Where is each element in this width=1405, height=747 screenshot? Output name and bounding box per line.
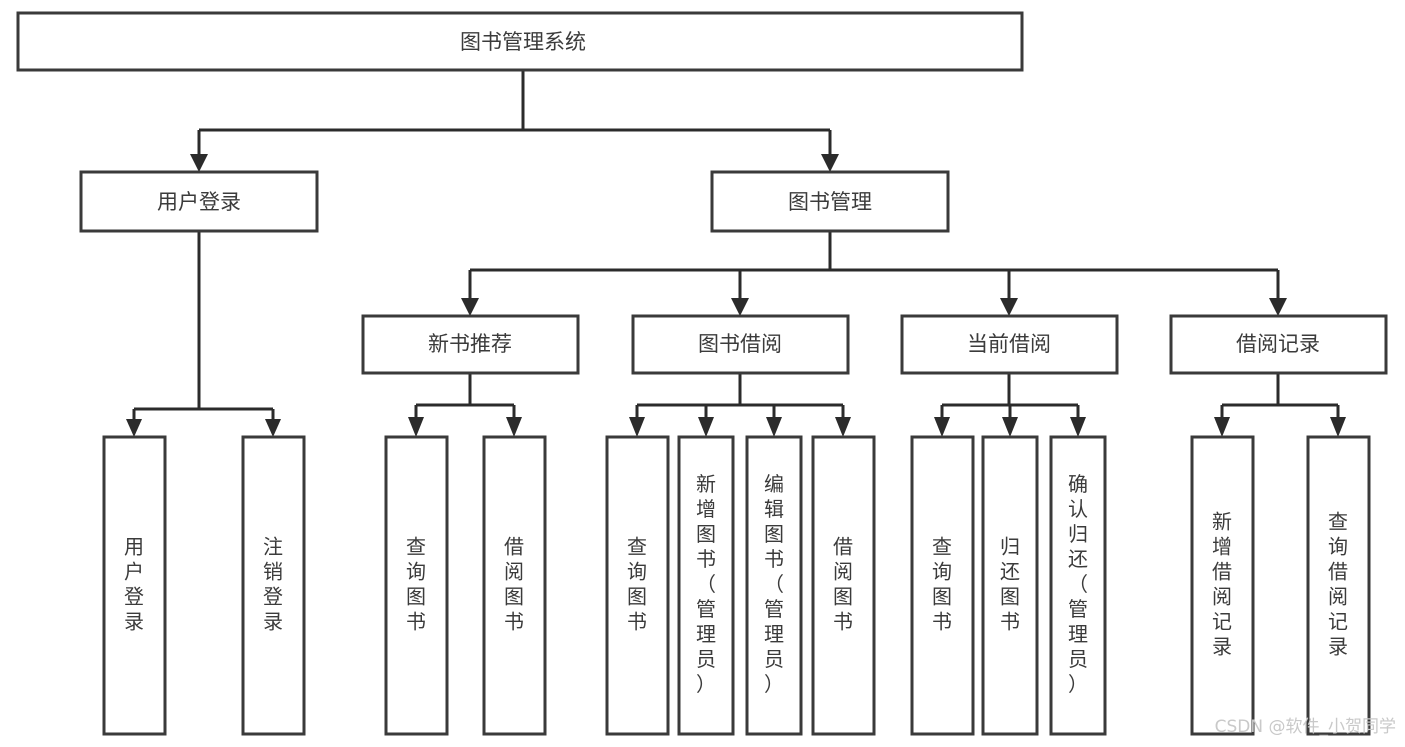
node-book-management[interactable]: 图书管理 — [710, 170, 950, 233]
arrow-leaf-query-book-2 — [629, 417, 645, 437]
leaf-add-book-box[interactable] — [677, 435, 735, 736]
leaf-edit-book-label: 编辑图书（管理员） — [764, 472, 784, 696]
node-user-login-label: 用户登录 — [157, 190, 241, 214]
leaf-query-record[interactable]: 查询借阅记录 — [1306, 435, 1371, 736]
arrow-to-user-login — [190, 154, 208, 172]
arrow-leaf-user-login — [126, 419, 142, 437]
leaf-query-book-3-label: 查询图书 — [932, 534, 952, 633]
arrow-leaf-borrow-book-1 — [506, 417, 522, 437]
arrow-to-current-borrow — [1000, 298, 1018, 316]
leaf-logout-login[interactable]: 注销登录 — [241, 435, 306, 736]
leaf-return-book[interactable]: 归还图书 — [981, 435, 1039, 736]
node-borrow-record-label: 借阅记录 — [1236, 332, 1320, 356]
node-root-box[interactable] — [16, 11, 1024, 72]
node-new-book-recommend-label: 新书推荐 — [428, 332, 512, 356]
node-new-book-recommend-box[interactable] — [361, 314, 580, 375]
leaf-add-record-label: 新增借阅记录 — [1212, 509, 1232, 658]
leaf-query-book-2-box[interactable] — [605, 435, 670, 736]
node-book-borrow-box[interactable] — [631, 314, 850, 375]
leaf-add-book[interactable]: 新增图书（管理员） — [677, 435, 735, 736]
node-current-borrow-label: 当前借阅 — [967, 332, 1051, 356]
arrow-leaf-query-record — [1330, 417, 1346, 437]
leaf-logout-login-label: 注销登录 — [263, 534, 283, 633]
arrow-leaf-add-book — [698, 417, 714, 437]
leaf-borrow-book-1[interactable]: 借阅图书 — [482, 435, 547, 736]
arrow-leaf-return-book — [1002, 417, 1018, 437]
node-current-borrow-box[interactable] — [900, 314, 1119, 375]
leaf-borrow-book-2[interactable]: 借阅图书 — [811, 435, 876, 736]
arrow-leaf-query-book-1 — [408, 417, 424, 437]
arrow-leaf-edit-book — [766, 417, 782, 437]
leaf-borrow-book-2-label: 借阅图书 — [833, 534, 853, 633]
arrow-leaf-query-book-3 — [934, 417, 950, 437]
leaf-query-record-box[interactable] — [1306, 435, 1371, 736]
leaf-add-book-label: 新增图书（管理员） — [696, 472, 716, 696]
leaf-borrow-book-1-box[interactable] — [482, 435, 547, 736]
node-root[interactable]: 图书管理系统 — [16, 11, 1024, 72]
leaf-borrow-book-2-box[interactable] — [811, 435, 876, 736]
leaf-return-book-box[interactable] — [981, 435, 1039, 736]
arrow-leaf-confirm-return — [1070, 417, 1086, 437]
arrow-leaf-add-record — [1214, 417, 1230, 437]
arrow-to-new-book-recommend — [461, 298, 479, 316]
leaf-add-record[interactable]: 新增借阅记录 — [1190, 435, 1255, 736]
leaf-query-book-1-label: 查询图书 — [406, 534, 426, 633]
node-new-book-recommend[interactable]: 新书推荐 — [361, 314, 580, 375]
leaf-confirm-return-box[interactable] — [1049, 435, 1107, 736]
node-book-borrow[interactable]: 图书借阅 — [631, 314, 850, 375]
node-user-login-box[interactable] — [79, 170, 319, 233]
leaf-borrow-book-1-label: 借阅图书 — [504, 534, 524, 633]
leaf-query-book-1[interactable]: 查询图书 — [384, 435, 449, 736]
node-book-management-box[interactable] — [710, 170, 950, 233]
leaf-user-login-box[interactable] — [102, 435, 167, 736]
arrow-to-book-management — [821, 154, 839, 172]
leaf-confirm-return-label: 确认归还（管理员） — [1068, 472, 1088, 696]
node-root-label: 图书管理系统 — [460, 30, 586, 54]
connector-layer — [126, 70, 1346, 437]
arrow-to-book-borrow — [731, 298, 749, 316]
arrow-to-borrow-record — [1269, 298, 1287, 316]
leaf-user-login-label: 用户登录 — [124, 534, 144, 633]
leaf-add-record-box[interactable] — [1190, 435, 1255, 736]
leaf-query-book-3[interactable]: 查询图书 — [910, 435, 975, 736]
leaf-query-book-1-box[interactable] — [384, 435, 449, 736]
node-user-login[interactable]: 用户登录 — [79, 170, 319, 233]
leaf-confirm-return[interactable]: 确认归还（管理员） — [1049, 435, 1107, 736]
arrow-leaf-logout-login — [265, 419, 281, 437]
node-borrow-record-box[interactable] — [1169, 314, 1388, 375]
node-book-management-label: 图书管理 — [788, 190, 872, 214]
leaf-edit-book-box[interactable] — [745, 435, 803, 736]
leaf-edit-book[interactable]: 编辑图书（管理员） — [745, 435, 803, 736]
leaf-query-book-2[interactable]: 查询图书 — [605, 435, 670, 736]
leaf-query-record-label: 查询借阅记录 — [1328, 509, 1348, 658]
leaf-user-login[interactable]: 用户登录 — [102, 435, 167, 736]
leaf-logout-login-box[interactable] — [241, 435, 306, 736]
node-borrow-record[interactable]: 借阅记录 — [1169, 314, 1388, 375]
leaf-query-book-3-box[interactable] — [910, 435, 975, 736]
leaf-return-book-label: 归还图书 — [1000, 534, 1020, 633]
node-book-borrow-label: 图书借阅 — [698, 332, 782, 356]
leaf-query-book-2-label: 查询图书 — [627, 534, 647, 633]
csdn-watermark: CSDN @软件_小贺同学 — [1215, 717, 1396, 737]
node-current-borrow[interactable]: 当前借阅 — [900, 314, 1119, 375]
arrow-leaf-borrow-book-2 — [835, 417, 851, 437]
